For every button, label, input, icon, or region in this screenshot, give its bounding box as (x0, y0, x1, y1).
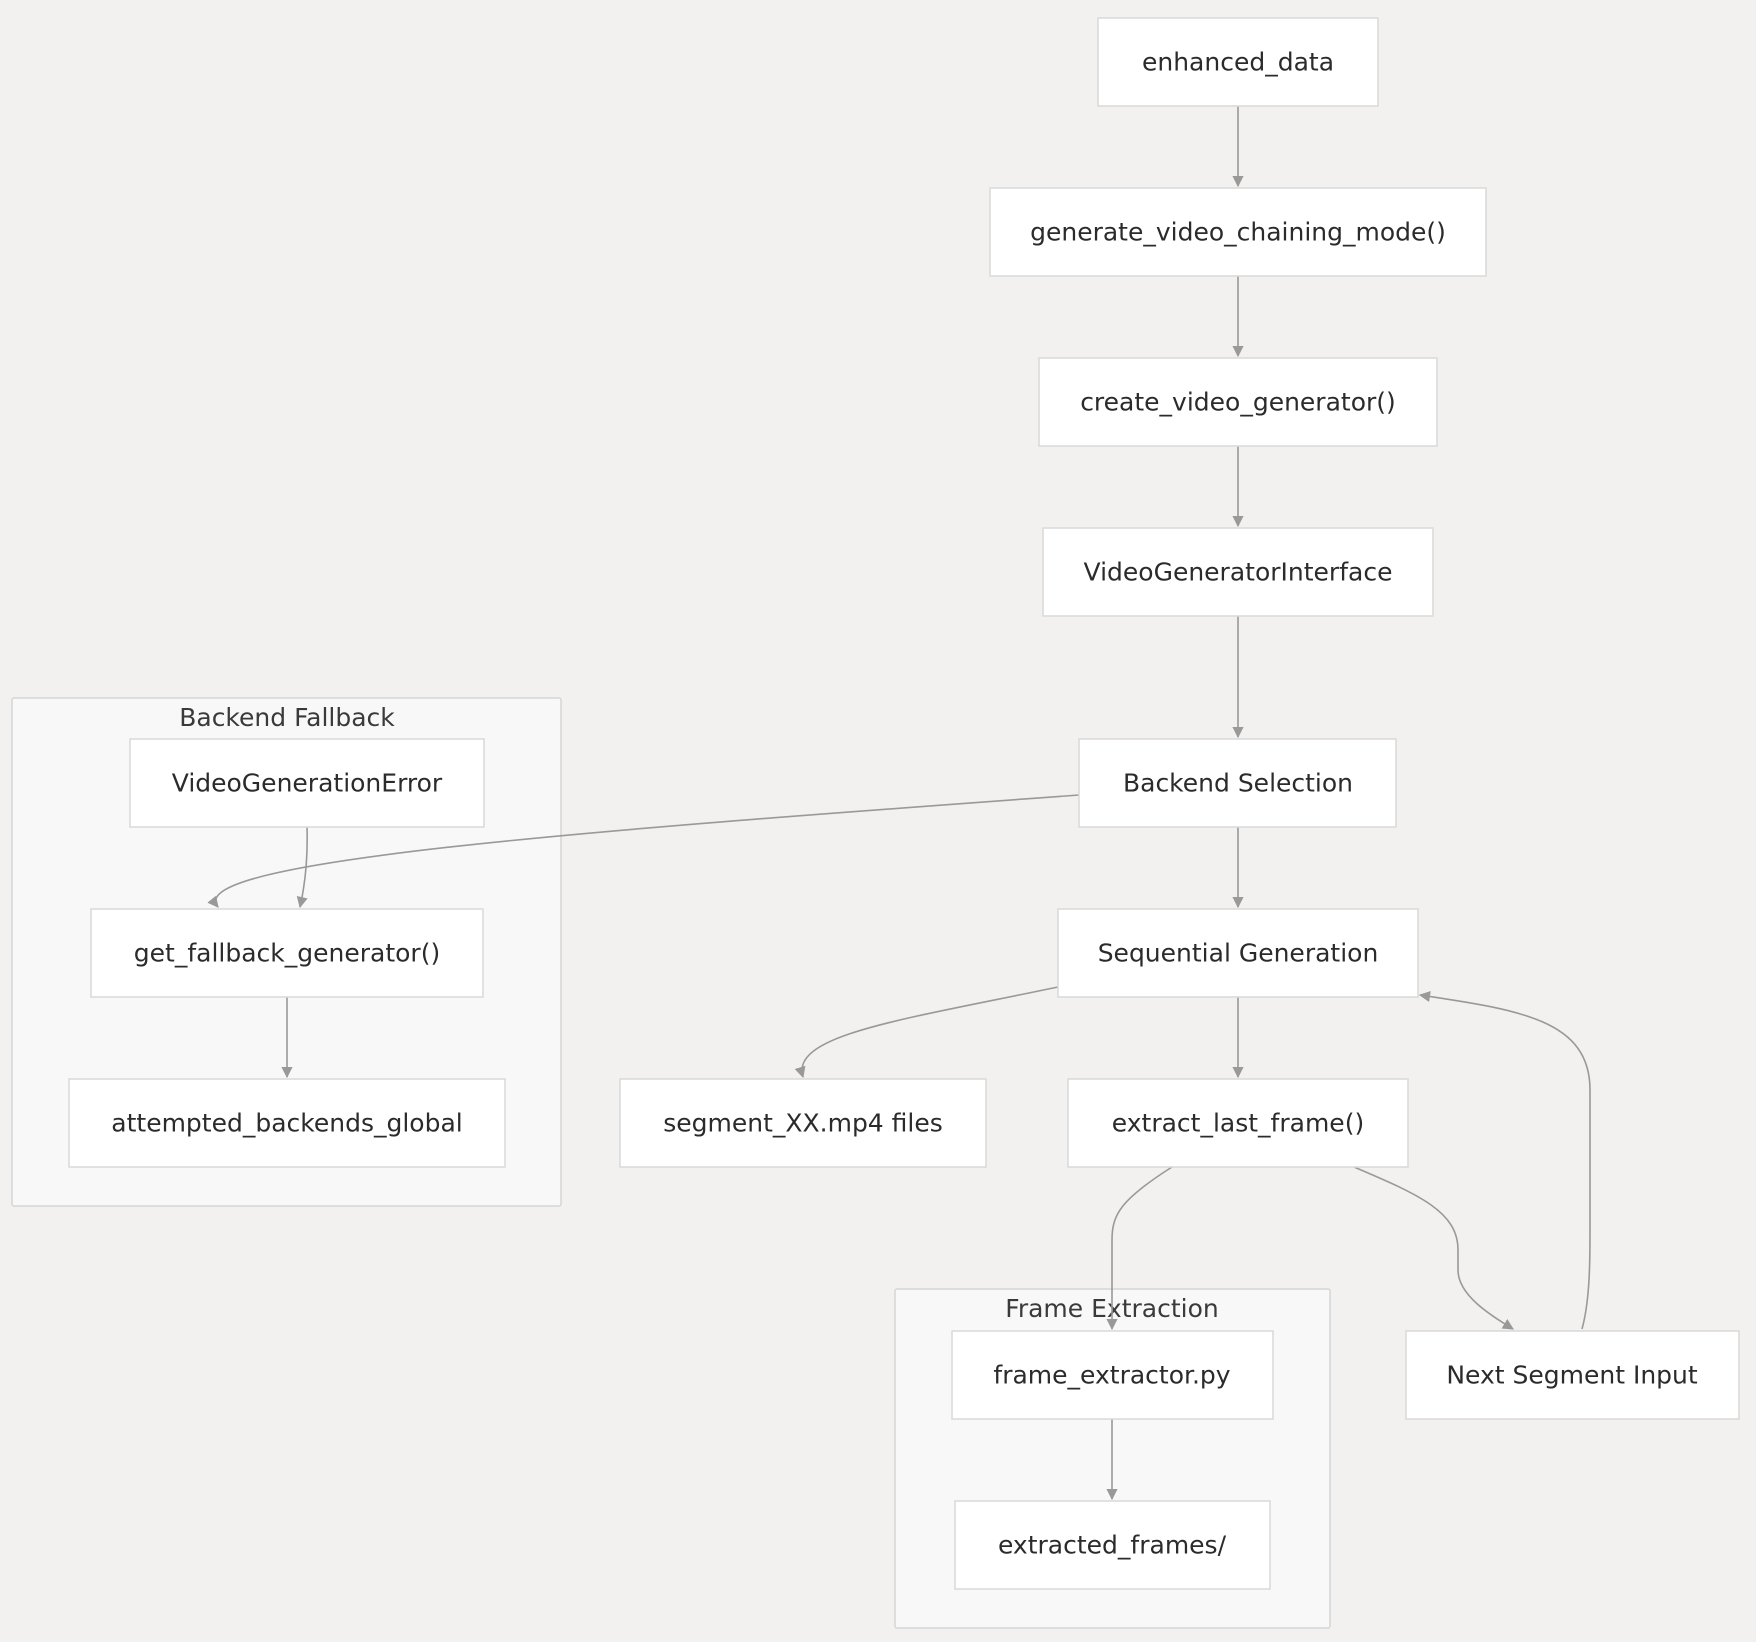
node-backend-selection: Backend Selection (1078, 738, 1397, 828)
node-label: attempted_backends_global (111, 1109, 462, 1138)
node-video-generation-error: VideoGenerationError (129, 738, 485, 828)
edge-extract-to-next-segment (1353, 1166, 1514, 1330)
node-video-generator-interface: VideoGeneratorInterface (1042, 527, 1434, 617)
edge-error-to-fallback (296, 826, 308, 909)
node-label: extract_last_frame() (1112, 1109, 1364, 1138)
edge-sequential-to-segments (794, 986, 1059, 1079)
node-extracted-frames: extracted_frames/ (954, 1500, 1271, 1590)
node-label: get_fallback_generator() (134, 939, 440, 968)
node-segment-files: segment_XX.mp4 files (619, 1078, 987, 1168)
node-get-fallback-generator: get_fallback_generator() (90, 908, 484, 998)
node-label: segment_XX.mp4 files (663, 1109, 943, 1138)
node-label: enhanced_data (1142, 48, 1334, 77)
node-label: Next Segment Input (1446, 1361, 1698, 1390)
edge-extract-to-frame-extractor (1106, 1166, 1173, 1331)
node-label: create_video_generator() (1080, 388, 1396, 417)
group-title-backend-fallback: Backend Fallback (179, 703, 395, 732)
node-create-video-generator: create_video_generator() (1038, 357, 1438, 447)
edges (207, 106, 1591, 1501)
node-enhanced-data: enhanced_data (1097, 17, 1379, 107)
node-label: VideoGeneratorInterface (1084, 558, 1393, 587)
node-sequential-generation: Sequential Generation (1057, 908, 1419, 998)
node-label: VideoGenerationError (172, 769, 443, 798)
node-label: generate_video_chaining_mode() (1030, 218, 1446, 247)
edge-selection-to-fallback (207, 794, 1080, 908)
node-next-segment-input: Next Segment Input (1405, 1330, 1740, 1420)
node-label: Backend Selection (1123, 769, 1353, 798)
edge-next-segment-to-sequential (1418, 990, 1591, 1330)
node-label: frame_extractor.py (993, 1361, 1230, 1390)
node-generate-video-chaining-mode: generate_video_chaining_mode() (989, 187, 1487, 277)
node-extract-last-frame: extract_last_frame() (1067, 1078, 1409, 1168)
node-label: extracted_frames/ (998, 1531, 1227, 1560)
node-label: Sequential Generation (1098, 939, 1379, 968)
node-frame-extractor-py: frame_extractor.py (951, 1330, 1274, 1420)
node-attempted-backends-global: attempted_backends_global (68, 1078, 506, 1168)
